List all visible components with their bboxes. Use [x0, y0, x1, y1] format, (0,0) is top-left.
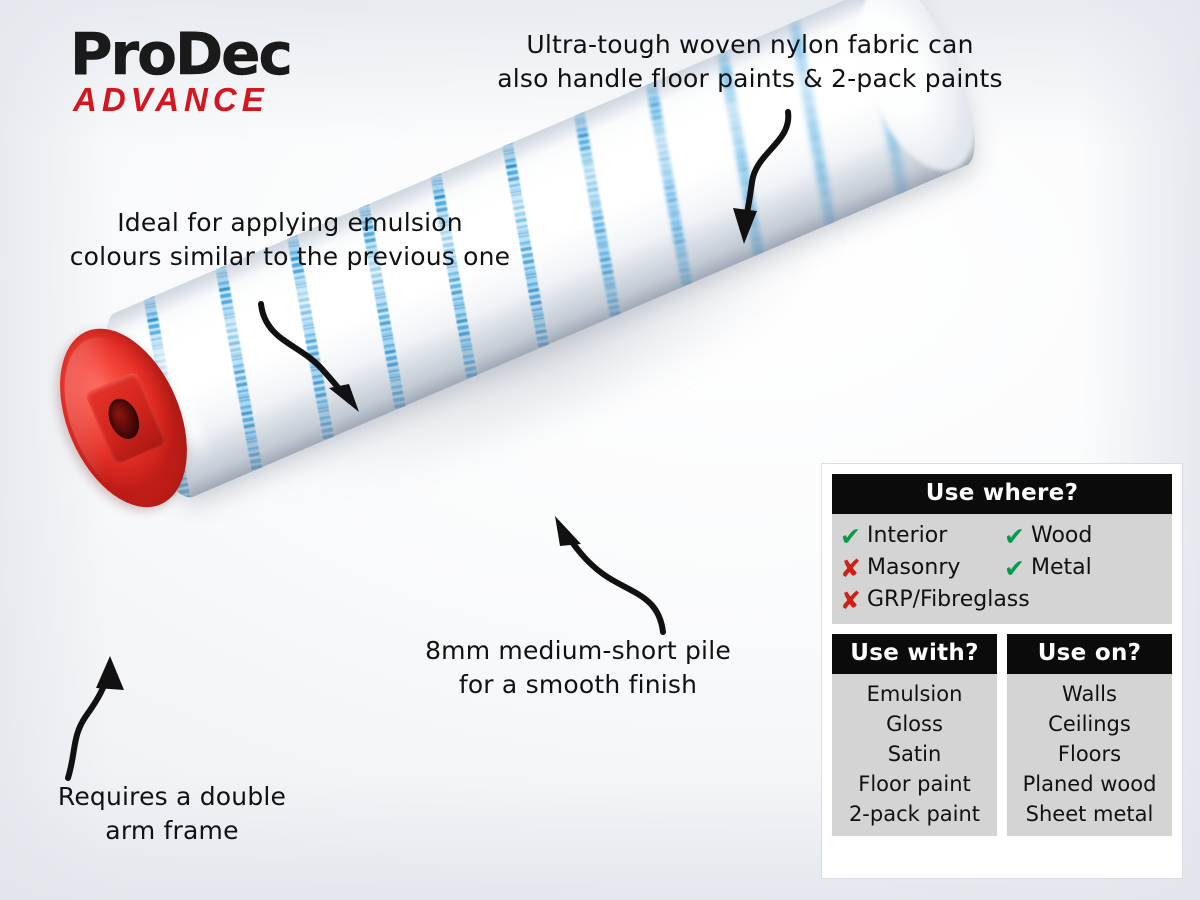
use-where-item: ✔Interior	[840, 520, 1000, 552]
callout-nylon-fabric: Ultra-tough woven nylon fabric can also …	[497, 30, 1003, 93]
roller-stripe	[642, 67, 696, 302]
cross-icon: ✘	[840, 585, 861, 615]
use-where-item: ✔Metal	[1004, 552, 1164, 584]
callout-emulsion-use: Ideal for applying emulsion colours simi…	[69, 208, 511, 271]
use-where-item: ✔Wood	[1004, 520, 1164, 552]
use-where-box: Use where? ✔Interior✔Wood✘Masonry✔Metal✘…	[832, 474, 1172, 624]
specification-panel: Use where? ✔Interior✔Wood✘Masonry✔Metal✘…	[822, 464, 1182, 878]
brand-range: ADVANCE	[73, 81, 269, 118]
use-where-label: Masonry	[867, 555, 961, 580]
use-on-item: Walls	[1062, 682, 1117, 706]
brand-name: ProDec	[70, 20, 293, 88]
brand-logo: ProDec ADVANCE	[70, 20, 320, 118]
use-where-list: ✔Interior✔Wood✘Masonry✔Metal✘GRP/Fibregl…	[840, 520, 1164, 616]
check-icon: ✔	[1004, 553, 1025, 583]
use-on-title: Use on?	[1007, 634, 1172, 674]
use-with-item: Emulsion	[866, 682, 963, 706]
roller-stripe	[570, 97, 624, 332]
use-with-item: Floor paint	[858, 772, 971, 796]
roller-stripe	[427, 159, 481, 394]
use-where-item: ✘GRP/Fibreglass	[840, 584, 1164, 616]
cross-icon: ✘	[840, 553, 861, 583]
use-where-title: Use where?	[832, 474, 1172, 514]
check-icon: ✔	[1004, 521, 1025, 551]
use-with-item: Gloss	[886, 712, 943, 736]
use-on-item: Planed wood	[1022, 772, 1157, 796]
use-where-body: ✔Interior✔Wood✘Masonry✔Metal✘GRP/Fibregl…	[832, 514, 1172, 624]
use-where-label: Metal	[1031, 555, 1092, 580]
use-with-item: Satin	[887, 742, 942, 766]
use-where-label: Wood	[1031, 523, 1093, 548]
use-where-label: Interior	[867, 523, 948, 548]
use-with-item: 2-pack paint	[848, 802, 981, 826]
use-with-title: Use with?	[832, 634, 997, 674]
use-where-item: ✘Masonry	[840, 552, 1000, 584]
check-icon: ✔	[840, 521, 861, 551]
use-on-item: Floors	[1057, 742, 1122, 766]
use-on-item: Ceilings	[1048, 712, 1131, 736]
use-where-label: GRP/Fibreglass	[867, 587, 1030, 612]
callout-pile-depth: 8mm medium-short pile for a smooth finis…	[425, 636, 731, 699]
use-on-item: Sheet metal	[1025, 802, 1154, 826]
callout-frame-requirement: Requires a double arm frame	[57, 782, 287, 845]
